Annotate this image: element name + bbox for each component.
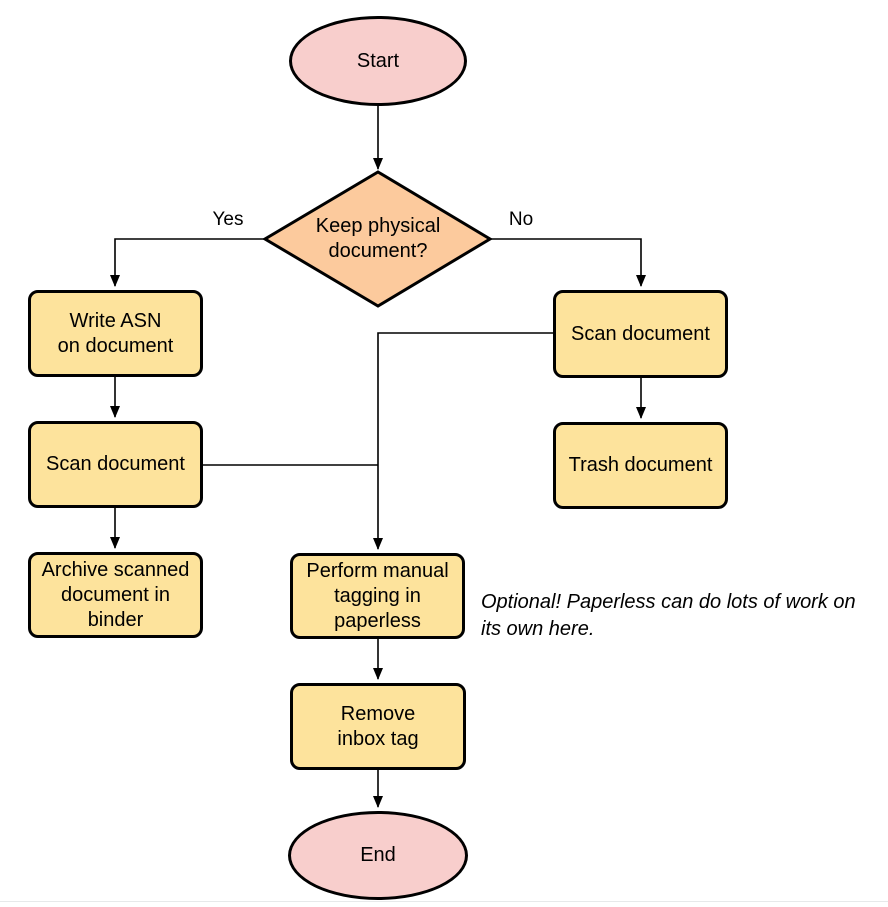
node-scan-document-right: Scan document (553, 290, 728, 378)
edge-decision-yes-to-write-asn (110, 238, 266, 287)
node-scan-document-right-label: Scan document (571, 322, 710, 345)
node-write-asn-label: Write ASN on document (57, 309, 174, 357)
node-scan-document-left-label: Scan document (46, 453, 185, 475)
node-end-label: End (360, 844, 396, 866)
node-start: Start (289, 16, 467, 106)
node-write-asn: Write ASN on document (28, 290, 203, 377)
node-end: End (288, 811, 468, 900)
node-remove-inbox-tag-label: Remove inbox tag (337, 702, 419, 750)
decision-diamond (262, 170, 493, 308)
edge-label-yes: Yes (212, 209, 244, 230)
node-decision-label: Keep physical document? (288, 214, 468, 264)
edge-scan-right-to-tagging (373, 332, 553, 550)
optional-note: Optional! Paperless can do lots of work … (481, 591, 856, 640)
node-manual-tagging: Perform manual tagging in paperless (290, 553, 465, 639)
node-manual-tagging-label: Perform manual tagging in paperless (306, 559, 449, 632)
edge-label-no: No (508, 209, 534, 230)
node-remove-inbox-tag: Remove inbox tag (290, 683, 466, 770)
node-trash-document-label: Trash document (568, 454, 713, 476)
node-trash-document: Trash document (553, 422, 728, 509)
edge-decision-no-to-scan-right (489, 238, 646, 287)
node-archive-in-binder: Archive scanned document in binder (28, 552, 203, 638)
node-archive-in-binder-label: Archive scanned document in binder (41, 558, 190, 631)
node-scan-document-left: Scan document (28, 421, 203, 508)
decision-text: Keep physical document? (315, 215, 441, 262)
viewport-bottom-divider (0, 901, 888, 902)
node-start-label: Start (356, 49, 400, 72)
